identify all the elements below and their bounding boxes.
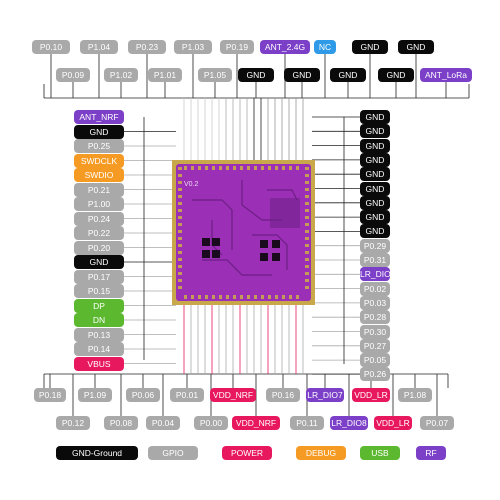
bottom-upper-p0-06-2: P0.06 xyxy=(126,388,160,402)
right-lr-dio9-11: LR_DIO9 xyxy=(360,267,390,282)
bottom-upper-lr-dio7-6: LR_DIO7 xyxy=(306,388,344,402)
top-lower-p1-01-2: P1.01 xyxy=(148,68,182,82)
left-dn-14: DN xyxy=(74,313,124,327)
right-gnd-4: GND xyxy=(360,167,390,182)
left-p0-13-15: P0.13 xyxy=(74,327,124,342)
left-p0-20-9: P0.20 xyxy=(74,240,124,255)
top-upper-p1-04-1: P1.04 xyxy=(80,40,118,54)
right-gnd-6: GND xyxy=(360,195,390,210)
right-p0-28-14: P0.28 xyxy=(360,310,390,325)
right-p0-31-10: P0.31 xyxy=(360,253,390,267)
right-p0-02-12: P0.02 xyxy=(360,281,390,296)
left-vbus-17: VBUS xyxy=(74,356,124,371)
bottom-upper-vdd-nrf-4: VDD_NRF xyxy=(210,388,256,402)
module-chip: V0.2 xyxy=(172,160,315,305)
right-gnd-8: GND xyxy=(360,224,390,239)
legend-power: POWER xyxy=(222,446,272,460)
bottom-lower-p0-12-0: P0.12 xyxy=(56,416,90,430)
left-gnd-10: GND xyxy=(74,255,124,269)
top-lower-gnd-4: GND xyxy=(238,68,274,82)
left-p0-17-11: P0.17 xyxy=(74,269,124,284)
legend-usb: USB xyxy=(360,446,400,460)
top-lower-gnd-5: GND xyxy=(284,68,320,82)
bottom-upper-p1-09-1: P1.09 xyxy=(78,388,112,402)
top-upper-p1-03-3: P1.03 xyxy=(174,40,212,54)
bottom-lower-p0-00-3: P0.00 xyxy=(194,416,228,430)
bottom-lower-p0-04-2: P0.04 xyxy=(146,416,180,430)
top-lower-p1-02-1: P1.02 xyxy=(104,68,138,82)
top-lower-gnd-7: GND xyxy=(378,68,414,82)
right-p0-03-13: P0.03 xyxy=(360,295,390,310)
left-dp-13: DP xyxy=(74,298,124,313)
legend-rf: RF xyxy=(416,446,446,460)
bottom-upper-vdd-lr-7: VDD_LR xyxy=(352,388,390,402)
top-lower-ant-lora-8: ANT_LoRa xyxy=(420,68,472,82)
right-p0-29-9: P0.29 xyxy=(360,238,390,253)
right-p0-26-18: P0.26 xyxy=(360,367,390,382)
top-lower-p1-05-3: P1.05 xyxy=(198,68,232,82)
legend-gpio: GPIO xyxy=(148,446,198,460)
bottom-upper-p1-08-8: P1.08 xyxy=(398,388,432,402)
right-p0-27-16: P0.27 xyxy=(360,338,390,353)
right-p0-05-17: P0.05 xyxy=(360,353,390,368)
left-p0-14-16: P0.14 xyxy=(74,342,124,356)
top-upper-p0-19-4: P0.19 xyxy=(220,40,254,54)
bottom-lower-vdd-lr-7: VDD_LR xyxy=(374,416,412,430)
left-p0-21-5: P0.21 xyxy=(74,182,124,197)
bottom-upper-p0-18-0: P0.18 xyxy=(34,388,66,402)
bottom-lower-p0-07-8: P0.07 xyxy=(420,416,454,430)
left-p0-22-8: P0.22 xyxy=(74,226,124,240)
bottom-lower-p0-08-1: P0.08 xyxy=(104,416,138,430)
top-upper-gnd-7: GND xyxy=(352,40,388,54)
left-gnd-1: GND xyxy=(74,124,124,139)
right-p0-30-15: P0.30 xyxy=(360,324,390,339)
top-upper-nc-6: NC xyxy=(314,40,336,54)
bottom-lower-p0-11-5: P0.11 xyxy=(290,416,324,430)
top-lower-gnd-6: GND xyxy=(330,68,366,82)
right-gnd-2: GND xyxy=(360,138,390,153)
bottom-lower-vdd-nrf-4: VDD_NRF xyxy=(232,416,280,430)
chip-version: V0.2 xyxy=(184,181,199,188)
top-upper-p0-23-2: P0.23 xyxy=(128,40,166,54)
top-upper-p0-10-0: P0.10 xyxy=(32,40,70,54)
bottom-lower-lr-dio8-6: LR_DIO8 xyxy=(330,416,368,430)
right-gnd-0: GND xyxy=(360,110,390,124)
legend-gnd-ground: GND-Ground xyxy=(56,446,138,460)
left-ant-nrf-0: ANT_NRF xyxy=(74,110,124,124)
top-upper-ant-2-4g-5: ANT_2.4G xyxy=(260,40,310,54)
bottom-upper-p0-16-5: P0.16 xyxy=(266,388,300,402)
right-gnd-5: GND xyxy=(360,181,390,196)
right-gnd-1: GND xyxy=(360,124,390,139)
right-gnd-7: GND xyxy=(360,210,390,225)
left-swdclk-3: SWDCLK xyxy=(74,153,124,168)
top-upper-gnd-8: GND xyxy=(398,40,434,54)
left-p0-15-12: P0.15 xyxy=(74,284,124,298)
top-lower-p0-09-0: P0.09 xyxy=(56,68,90,82)
left-p1-00-6: P1.00 xyxy=(74,197,124,211)
legend-debug: DEBUG xyxy=(296,446,346,460)
left-p0-24-7: P0.24 xyxy=(74,211,124,226)
left-swdio-4: SWDIO xyxy=(74,168,124,182)
right-gnd-3: GND xyxy=(360,152,390,167)
left-p0-25-2: P0.25 xyxy=(74,139,124,153)
bottom-upper-p0-01-3: P0.01 xyxy=(170,388,204,402)
